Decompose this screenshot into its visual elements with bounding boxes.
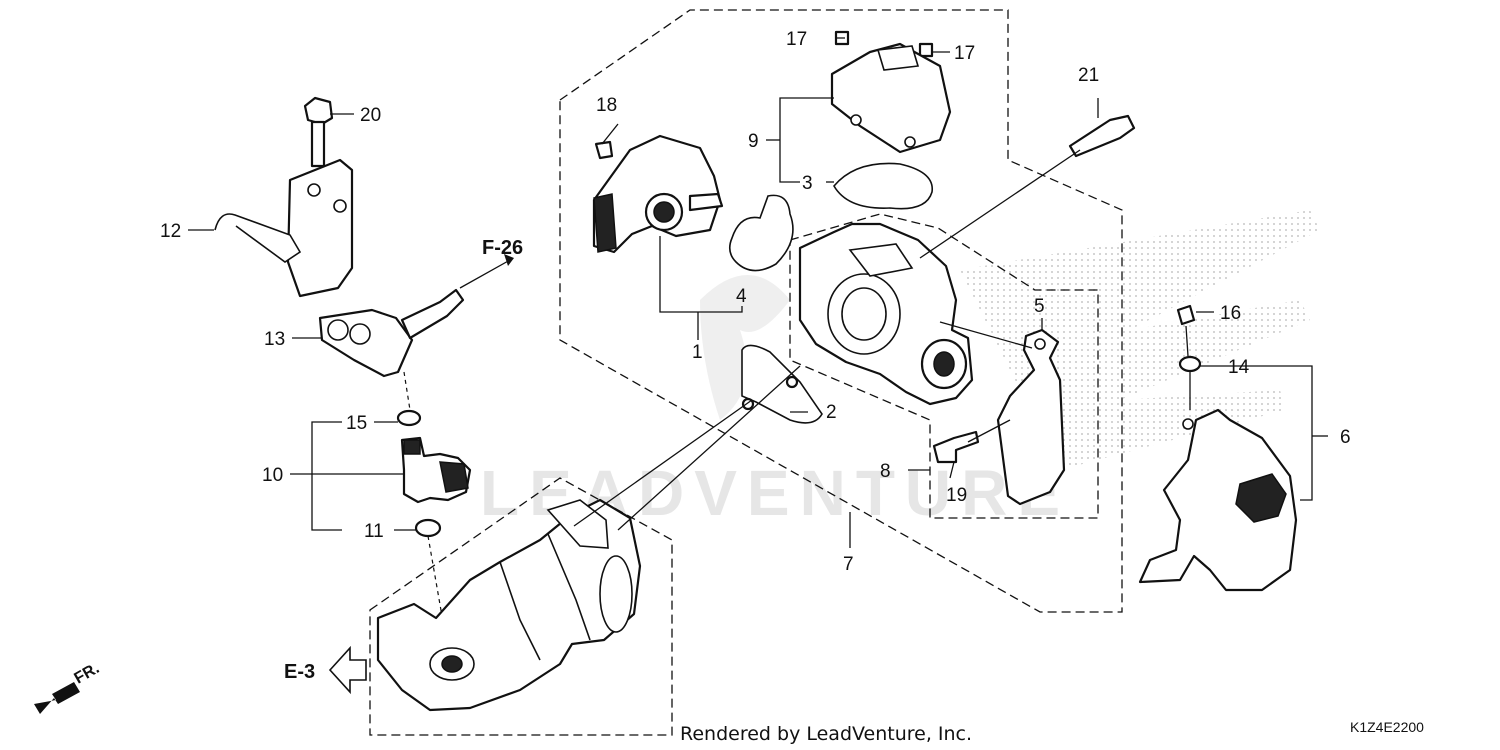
callout-10: 10 [262, 465, 283, 486]
ref-f26: F-26 [482, 237, 523, 259]
callout-17a: 17 [786, 29, 807, 50]
callout-21: 21 [1078, 65, 1099, 86]
callout-19: 19 [946, 485, 967, 506]
callout-1: 1 [692, 342, 703, 363]
e3-arrow [328, 645, 367, 695]
throttle-position-sensor [592, 134, 794, 272]
front-arrow [34, 682, 80, 714]
callout-11: 11 [364, 521, 384, 542]
callout-6: 6 [1340, 427, 1351, 448]
callout-15: 15 [346, 413, 367, 434]
callout-4: 4 [736, 286, 747, 307]
callout-5: 5 [1034, 296, 1045, 317]
callout-14: 14 [1228, 357, 1250, 378]
callout-20: 20 [360, 105, 381, 126]
callout-9: 9 [748, 131, 759, 152]
leader-lines [459, 149, 1191, 531]
map-sensor [830, 30, 952, 210]
fuel-injector-assembly [214, 96, 472, 617]
ref-e3: E-3 [284, 661, 315, 683]
callout-leaders [188, 37, 1328, 548]
callout-12: 12 [160, 221, 181, 242]
callout-8: 8 [880, 461, 891, 482]
throttle-body [741, 222, 974, 424]
callout-7: 7 [843, 554, 854, 575]
footer-credit: Rendered by LeadVenture, Inc. [680, 723, 972, 745]
intake-manifold [376, 498, 642, 712]
callout-16: 16 [1220, 303, 1241, 324]
callout-17b: 17 [954, 43, 975, 64]
callout-labels: 1 2 3 4 5 6 7 8 9 10 11 12 13 14 15 16 1… [160, 29, 1351, 575]
cover [1138, 304, 1298, 592]
callout-13: 13 [264, 329, 285, 350]
ref-front: FR. [72, 660, 103, 688]
callout-3: 3 [802, 173, 813, 194]
diagram-code: K1Z4E2200 [1350, 719, 1424, 735]
bolt-21 [1068, 114, 1136, 158]
group-outlines [369, 9, 1123, 736]
callout-18: 18 [596, 95, 617, 116]
callout-2: 2 [826, 402, 837, 423]
bracket [932, 328, 1066, 506]
